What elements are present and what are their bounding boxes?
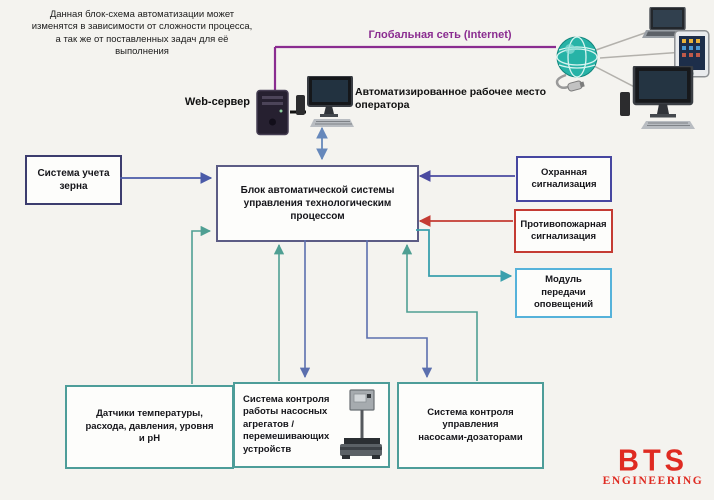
block-central-control: Блок автоматической системы управления т…: [216, 165, 419, 242]
server-icon: [254, 89, 292, 141]
operator-computer-icon: [294, 75, 356, 135]
block-notification-module: Модуль передачи оповещений: [515, 268, 612, 318]
globe-icon: [546, 33, 608, 100]
disclaimer-note: Данная блок-схема автоматизации может из…: [31, 9, 253, 58]
internet-label: Глобальная сеть (Internet): [368, 29, 512, 41]
bts-logo: BTS ENGINEERING: [598, 444, 708, 487]
bts-logo-text: BTS: [618, 444, 688, 478]
remote-desktop-icon: [616, 64, 698, 137]
bts-logo-subtext: ENGINEERING: [602, 475, 704, 487]
block-grain-accounting: Система учета зерна: [25, 155, 122, 205]
web-server-label: Web-сервер: [184, 96, 250, 108]
pump-icon: [336, 389, 386, 466]
block-sensors: Датчики температуры, расхода, давления, …: [65, 385, 234, 469]
workstation-label: Автоматизированное рабочее место операто…: [355, 86, 547, 112]
block-fire-alarm: Противопожарная сигнализация: [514, 209, 613, 253]
block-security-alarm: Охранная сигнализация: [516, 156, 612, 202]
block-dosing-pumps: Система контроля управления насосами-доз…: [397, 382, 544, 469]
